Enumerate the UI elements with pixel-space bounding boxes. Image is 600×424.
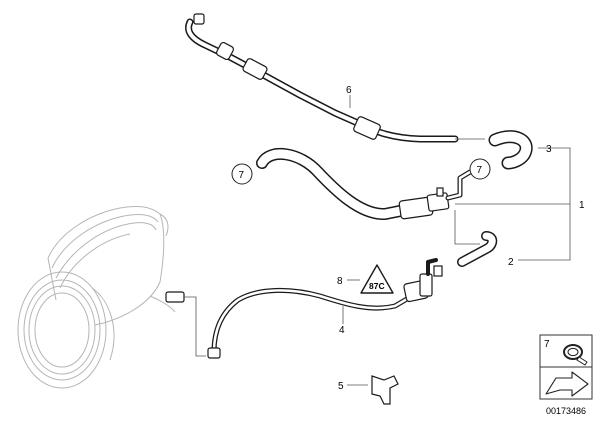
callout-6: 6 bbox=[346, 85, 352, 96]
warning-symbol-text: 87C bbox=[369, 281, 385, 291]
part-5-clip bbox=[371, 375, 399, 405]
inset-label: 7 bbox=[544, 339, 550, 350]
callout-1: 1 bbox=[579, 200, 585, 211]
callout-3: 3 bbox=[546, 144, 552, 155]
warning-triangle-icon: 87C bbox=[360, 264, 394, 294]
callout-2: 2 bbox=[508, 257, 514, 268]
part-1-valve bbox=[398, 169, 473, 220]
duct-connector bbox=[165, 291, 206, 357]
arrow-icon bbox=[545, 371, 589, 397]
callout-leads bbox=[342, 95, 571, 386]
part-6-upper-hose bbox=[185, 13, 485, 143]
callout-5: 5 bbox=[338, 381, 344, 392]
inset-box: 7 bbox=[539, 334, 593, 400]
callout-7a: 7 bbox=[239, 170, 245, 181]
part-4-lower-hose bbox=[207, 258, 443, 359]
callout-8: 8 bbox=[337, 276, 343, 287]
callout-7b: 7 bbox=[477, 165, 483, 176]
diagram-number: 00173486 bbox=[546, 406, 586, 416]
callout-7-circle-left: 7 bbox=[231, 163, 253, 185]
callout-7-circle-right: 7 bbox=[469, 158, 491, 180]
callout-4: 4 bbox=[339, 325, 345, 336]
hose-clamp-icon bbox=[563, 344, 588, 366]
part-2-short-hose bbox=[454, 210, 498, 267]
middle-hose bbox=[256, 147, 411, 220]
elbow-hose bbox=[488, 130, 533, 170]
air-intake-duct-ghost bbox=[17, 205, 176, 389]
